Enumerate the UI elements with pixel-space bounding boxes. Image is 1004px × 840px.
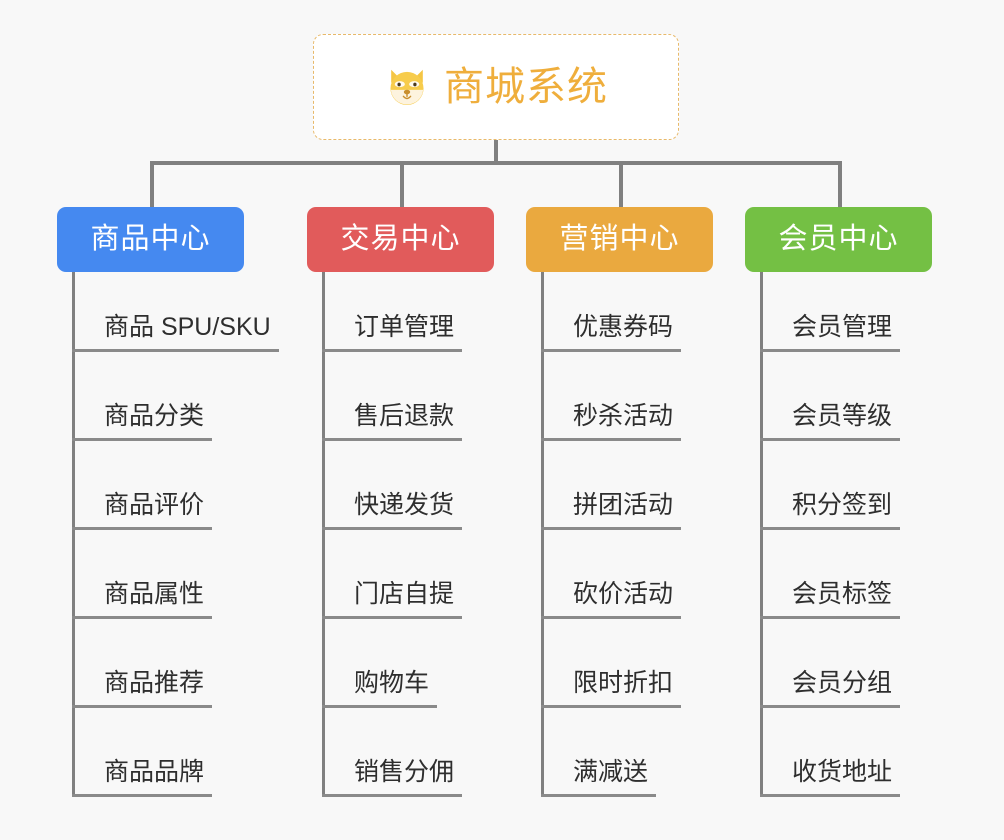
- connector-drop-4: [838, 161, 842, 207]
- list-item[interactable]: 购物车: [322, 628, 438, 708]
- leaf-label: 售后退款: [354, 402, 455, 431]
- list-item[interactable]: 门店自提: [322, 539, 463, 619]
- category-box-trade-center[interactable]: 交易中心: [307, 207, 494, 272]
- leaf-label: 商品 SPU/SKU: [104, 313, 271, 342]
- list-item[interactable]: 商品推荐: [72, 628, 213, 708]
- leaf-label: 会员标签: [792, 580, 893, 609]
- category-box-marketing-center[interactable]: 营销中心: [526, 207, 713, 272]
- leaf-label: 订单管理: [354, 313, 455, 342]
- list-item[interactable]: 商品分类: [72, 361, 213, 441]
- connector-drop-2: [400, 161, 404, 207]
- list-item[interactable]: 商品 SPU/SKU: [72, 272, 279, 352]
- leaf-label: 会员管理: [792, 313, 893, 342]
- list-item[interactable]: 拼团活动: [541, 450, 682, 530]
- column-spine: [322, 272, 325, 797]
- leaf-label: 满减送: [573, 758, 649, 787]
- leaf-label: 商品评价: [104, 491, 205, 520]
- leaf-label: 销售分佣: [354, 758, 455, 787]
- leaf-label: 优惠券码: [573, 313, 674, 342]
- list-item[interactable]: 会员分组: [760, 628, 901, 708]
- connector-root-vertical: [494, 140, 498, 164]
- category-box-product-center[interactable]: 商品中心: [57, 207, 244, 272]
- leaf-label: 会员等级: [792, 402, 893, 431]
- category-label: 交易中心: [340, 223, 461, 255]
- leaf-label: 商品品牌: [104, 758, 205, 787]
- category-label: 营销中心: [559, 223, 680, 255]
- list-item[interactable]: 砍价活动: [541, 539, 682, 619]
- list-item[interactable]: 快递发货: [322, 450, 463, 530]
- column-spine: [760, 272, 763, 797]
- leaf-label: 积分签到: [792, 491, 893, 520]
- connector-drop-1: [150, 161, 154, 207]
- leaf-label: 收货地址: [792, 758, 893, 787]
- list-item[interactable]: 积分签到: [760, 450, 901, 530]
- list-item[interactable]: 订单管理: [322, 272, 463, 352]
- list-item[interactable]: 商品评价: [72, 450, 213, 530]
- list-item[interactable]: 商品属性: [72, 539, 213, 619]
- list-item[interactable]: 会员管理: [760, 272, 901, 352]
- category-label: 会员中心: [778, 223, 899, 255]
- list-item[interactable]: 秒杀活动: [541, 361, 682, 441]
- leaf-label: 砍价活动: [573, 580, 674, 609]
- leaf-label: 秒杀活动: [573, 402, 674, 431]
- column-spine: [72, 272, 75, 797]
- category-box-member-center[interactable]: 会员中心: [745, 207, 932, 272]
- list-item[interactable]: 销售分佣: [322, 717, 463, 797]
- leaf-label: 商品分类: [104, 402, 205, 431]
- list-item[interactable]: 会员等级: [760, 361, 901, 441]
- leaf-label: 商品推荐: [104, 669, 205, 698]
- root-title: 商城系统: [444, 65, 608, 109]
- list-item[interactable]: 满减送: [541, 717, 657, 797]
- list-item[interactable]: 会员标签: [760, 539, 901, 619]
- connector-drop-3: [619, 161, 623, 207]
- column-spine: [541, 272, 544, 797]
- list-item[interactable]: 收货地址: [760, 717, 901, 797]
- leaf-label: 门店自提: [354, 580, 455, 609]
- dog-face-icon: [390, 69, 424, 105]
- leaf-label: 拼团活动: [573, 491, 674, 520]
- list-item[interactable]: 售后退款: [322, 361, 463, 441]
- leaf-label: 购物车: [354, 669, 430, 698]
- connector-horizontal-bus: [150, 161, 840, 165]
- list-item[interactable]: 商品品牌: [72, 717, 213, 797]
- leaf-label: 限时折扣: [573, 669, 674, 698]
- root-node[interactable]: 商城系统: [313, 34, 679, 140]
- leaf-label: 会员分组: [792, 669, 893, 698]
- leaf-label: 商品属性: [104, 580, 205, 609]
- leaf-label: 快递发货: [354, 491, 455, 520]
- list-item[interactable]: 限时折扣: [541, 628, 682, 708]
- list-item[interactable]: 优惠券码: [541, 272, 682, 352]
- category-label: 商品中心: [90, 223, 211, 255]
